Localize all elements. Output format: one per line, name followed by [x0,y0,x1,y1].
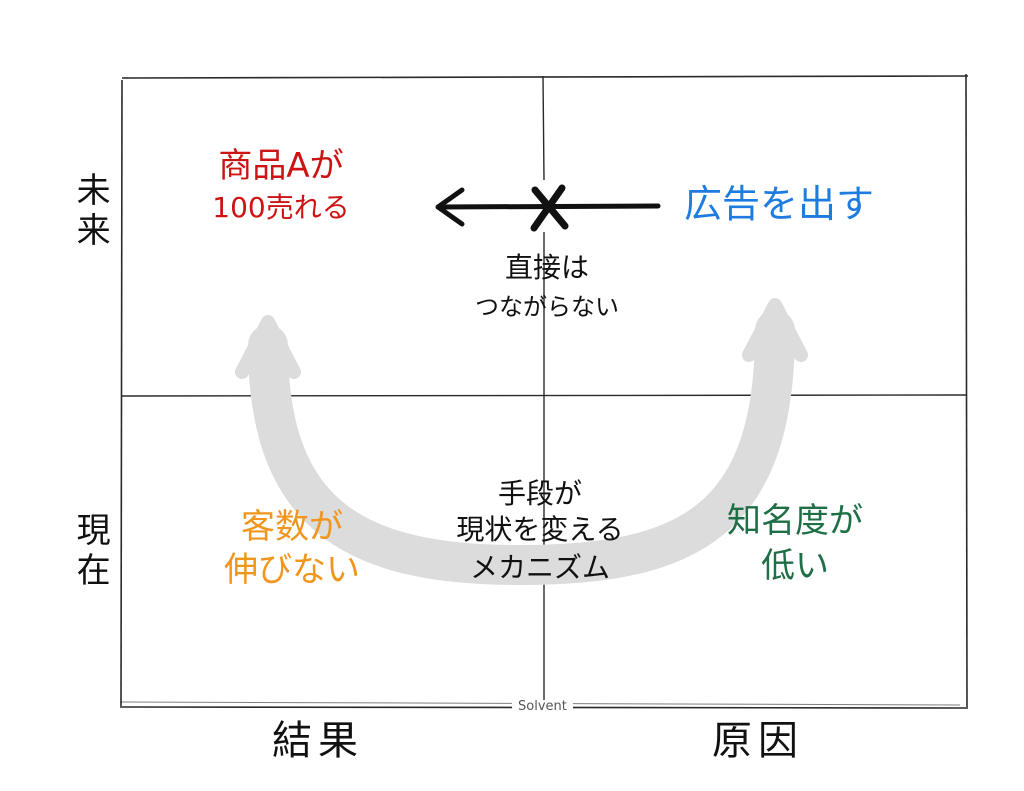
axis-label-result: 結果 [272,718,364,764]
mechanism-arrow [248,310,795,586]
present-cause-line1: 知名度が [727,501,863,541]
cross-mark-icon [530,184,569,232]
mechanism-note-line1: 手段が [497,477,582,510]
direct-note-line1: 直接は [504,251,589,284]
future-result-line1: 商品Aが [218,146,344,186]
future-result-line2: 100売れる [212,191,350,225]
present-result-line1: 客数が [241,507,343,547]
future-result-label: 商品Aが 100売れる [186,146,376,225]
mechanism-note: 手段が 現状を変える メカニズム [440,477,640,585]
present-result-line2: 伸びない [224,550,360,591]
axis-label-future: 未来 [70,172,111,252]
direct-note: 直接は つながらない [462,251,632,322]
mechanism-arrowhead-left [235,315,301,379]
mechanism-note-line2: 現状を変える [456,513,624,547]
present-cause-label: 知名度が 低い [700,501,890,587]
axis-label-present: 現在 [70,512,111,592]
direct-note-line2: つながらない [475,293,619,322]
watermark: Solvent [512,699,573,715]
axis-label-cause: 原因 [712,718,804,764]
future-cause-label: 広告を出す [684,182,875,226]
mechanism-note-line3: メカニズム [469,551,610,585]
mechanism-arrowhead-right [742,298,808,362]
present-result-label: 客数が 伸びない [212,507,372,591]
present-cause-line2: 低い [761,546,829,587]
